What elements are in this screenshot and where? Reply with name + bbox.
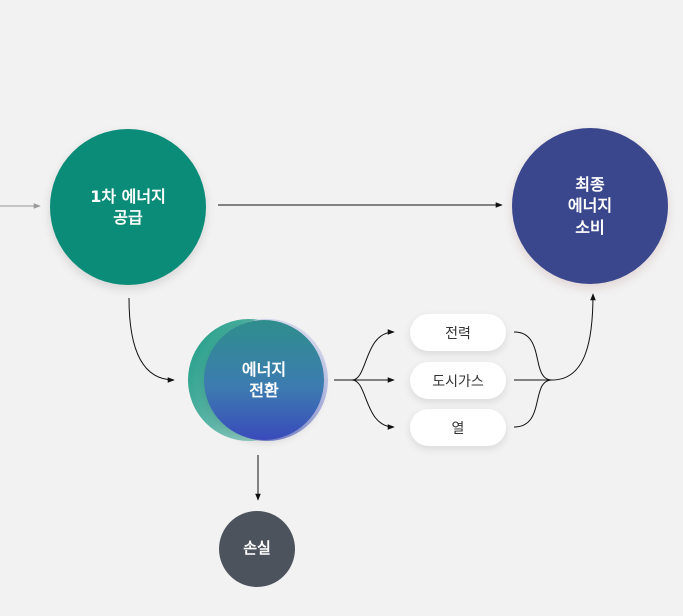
- loss-label: 손실: [243, 539, 271, 558]
- final-label-line1: 최종: [575, 175, 605, 195]
- arrow-to-electricity: [351, 329, 395, 381]
- merge-from-electricity: [513, 331, 553, 381]
- conversion-label-line2: 전환: [249, 381, 279, 400]
- final-label-line2: 에너지: [567, 196, 613, 216]
- loss-node: 손실: [219, 511, 295, 587]
- output-electricity: 전력: [410, 314, 506, 351]
- merge-from-heat: [513, 379, 553, 428]
- output-label: 열: [451, 420, 465, 437]
- arrow-to-final: [551, 293, 596, 381]
- primary-label-line1: 1차 에너지: [90, 186, 166, 206]
- conversion-label-line1: 에너지: [241, 359, 287, 379]
- output-city-gas: 도시가스: [410, 362, 506, 399]
- arrow-to-heat: [351, 379, 395, 430]
- arrow-primary-to-conversion: [128, 297, 175, 383]
- primary-label-line2: 공급: [113, 208, 143, 227]
- output-label: 전력: [445, 325, 471, 342]
- output-heat: 열: [410, 409, 506, 446]
- energy-conversion-node: 에너지 전환: [204, 320, 324, 440]
- primary-energy-supply-node: 1차 에너지 공급: [50, 129, 206, 285]
- final-label-line3: 소비: [575, 217, 605, 237]
- output-label: 도시가스: [432, 373, 484, 390]
- final-energy-consumption-node: 최종 에너지 소비: [512, 128, 668, 284]
